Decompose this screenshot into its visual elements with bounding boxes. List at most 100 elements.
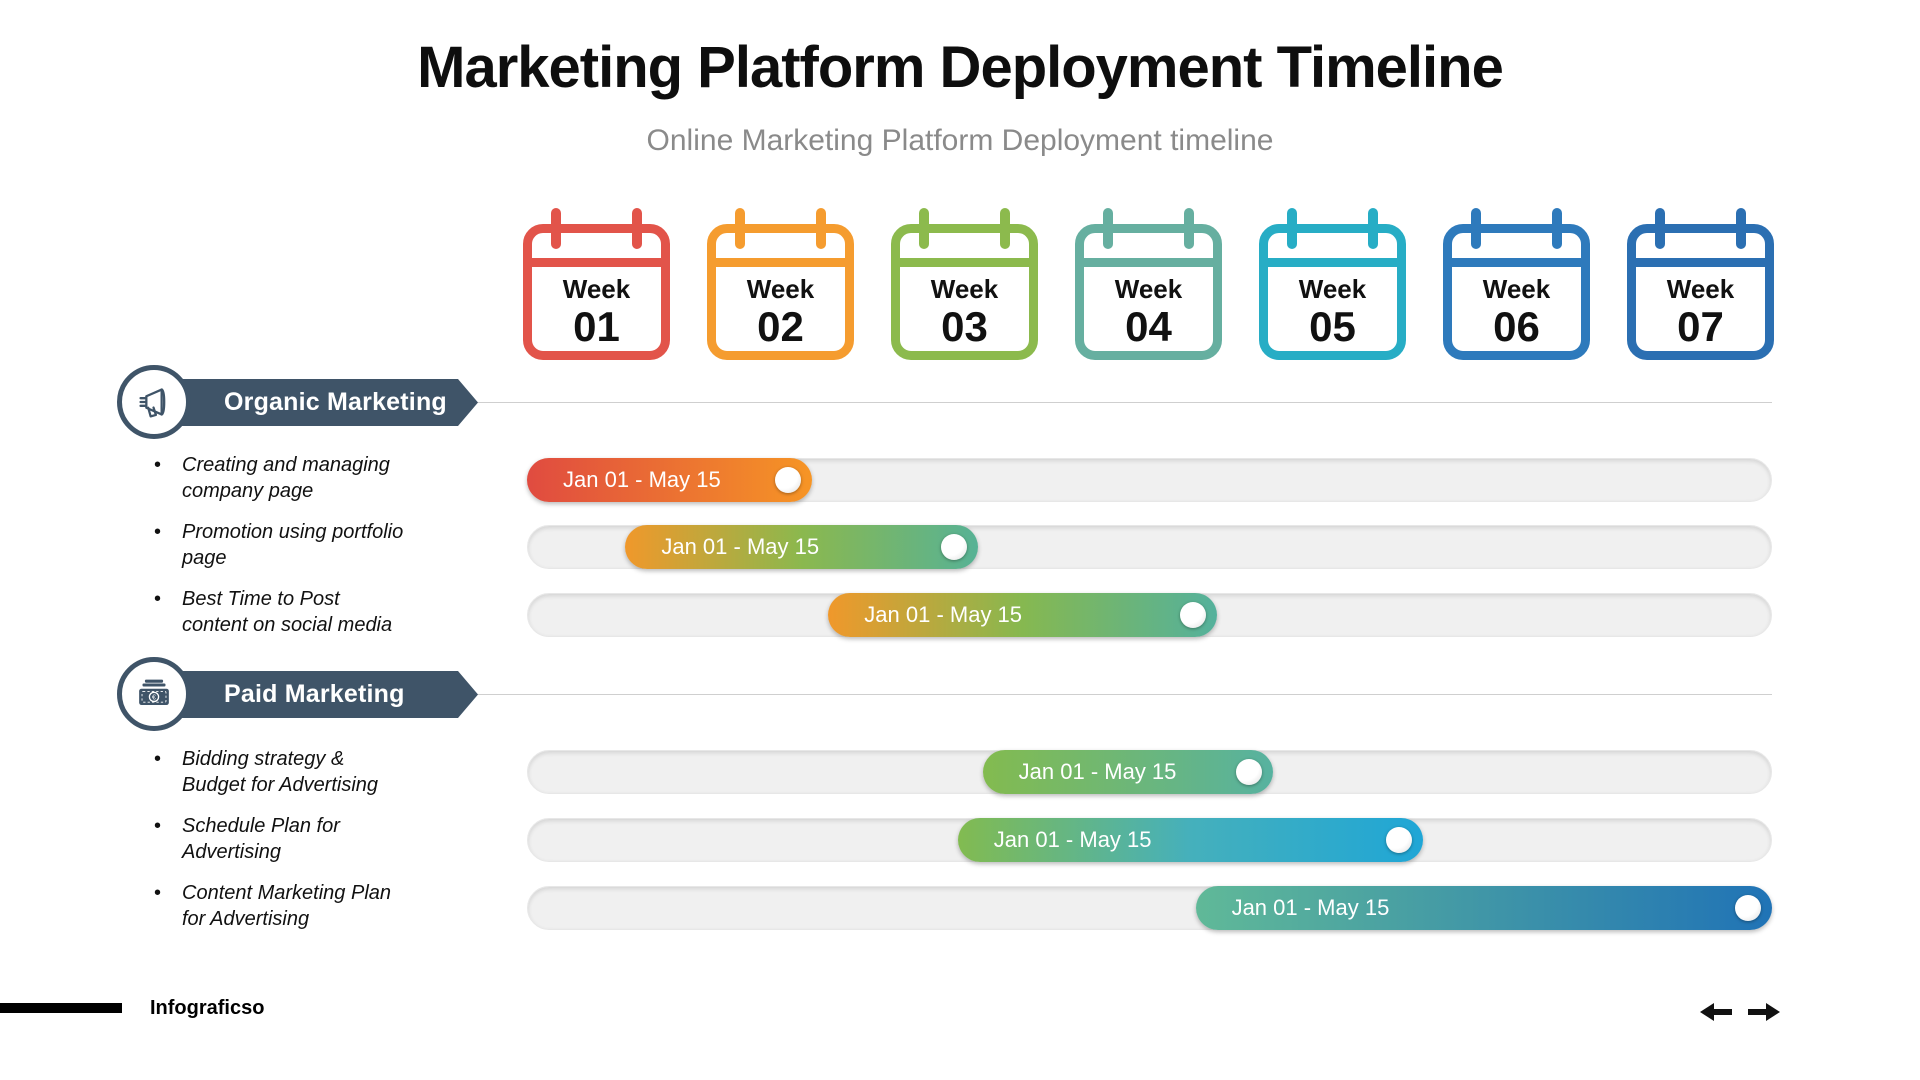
week-label: Week (746, 274, 815, 304)
calendar-divider (1633, 258, 1768, 267)
section-title: Organic Marketing (224, 388, 447, 416)
page-title: Marketing Platform Deployment Timeline (417, 35, 1504, 100)
calendar-pin (1368, 208, 1378, 249)
bar-date-label: Jan 01 - May 15 (1231, 895, 1390, 920)
section-guide-line (470, 694, 1772, 695)
section-title: Paid Marketing (224, 680, 405, 708)
week-number: 01 (573, 303, 620, 350)
section-banner: Paid Marketing (172, 671, 478, 718)
bullet-item: Best Time to Post content on social medi… (146, 586, 408, 638)
svg-text:€: € (152, 694, 156, 702)
calendar-body (1627, 224, 1774, 360)
banknote-icon: € (139, 679, 169, 706)
bullet-item: Content Marketing Plan for Advertising (146, 880, 408, 932)
timeline-row: Jan 01 - May 15 (527, 818, 1772, 862)
calendar-body (1259, 224, 1406, 360)
week-label: Week (930, 274, 999, 304)
bar-end-knob (1179, 602, 1206, 628)
week-label: Week (562, 274, 631, 304)
page-subtitle: Online Marketing Platform Deployment tim… (646, 124, 1274, 157)
bullet-item: Bidding strategy & Budget for Advertisin… (146, 746, 408, 798)
calendar-body (707, 224, 854, 360)
bar-date-label: Jan 01 - May 15 (563, 467, 721, 492)
week-label: Week (1666, 274, 1735, 304)
section-bullet-list: Bidding strategy & Budget for Advertisin… (146, 746, 408, 947)
timeline-bar: Jan 01 - May 15 (828, 593, 1217, 637)
calendar-divider (1449, 258, 1584, 267)
bar-end-knob (1386, 827, 1413, 853)
calendar-pin (1736, 208, 1746, 249)
bullet-item: Creating and managing company page (146, 452, 408, 504)
bar-date-label: Jan 01 - May 15 (1018, 759, 1177, 784)
bullet-item: Promotion using portfolio page (146, 519, 408, 571)
calendar-pin (1184, 208, 1194, 249)
section-banner: Organic Marketing (172, 379, 478, 426)
bar-end-knob (1235, 759, 1262, 785)
calendar-body (523, 224, 670, 360)
slide-nav (1698, 1000, 1782, 1024)
next-arrow-icon[interactable] (1744, 1000, 1782, 1024)
week-number: 05 (1309, 303, 1356, 350)
week-number: 04 (1125, 303, 1172, 350)
bar-end-knob (1734, 895, 1761, 921)
section-icon-circle (117, 365, 191, 439)
timeline-row: Jan 01 - May 15 (527, 886, 1772, 930)
bar-end-knob (775, 467, 802, 493)
timeline-bar: Jan 01 - May 15 (527, 458, 813, 502)
bar-date-label: Jan 01 - May 15 (993, 827, 1152, 852)
timeline-row: Jan 01 - May 15 (527, 750, 1772, 794)
calendar-divider (1265, 258, 1400, 267)
calendar-pin (1471, 208, 1481, 249)
calendar-pin (1655, 208, 1665, 249)
calendar-divider (713, 258, 848, 267)
week-number: 02 (757, 303, 804, 350)
section-guide-line (470, 402, 1772, 403)
timeline-bar: Jan 01 - May 15 (625, 525, 978, 569)
calendar-body (1075, 224, 1222, 360)
week-number: 07 (1677, 303, 1724, 350)
week-label: Week (1298, 274, 1367, 304)
calendar-divider (529, 258, 664, 267)
megaphone-icon (139, 388, 166, 418)
calendar-pin (1000, 208, 1010, 249)
calendar-divider (897, 258, 1032, 267)
week-number: 03 (941, 303, 988, 350)
calendar-body (1443, 224, 1590, 360)
calendar-pin (735, 208, 745, 249)
timeline-bar: Jan 01 - May 15 (957, 818, 1424, 862)
timeline-row: Jan 01 - May 15 (527, 458, 1772, 502)
calendar-pin (1552, 208, 1562, 249)
calendar-pin (1103, 208, 1113, 249)
week-label: Week (1482, 274, 1551, 304)
bar-date-label: Jan 01 - May 15 (661, 534, 820, 559)
section-bullet-list: Creating and managing company pagePromot… (146, 452, 408, 653)
timeline-row: Jan 01 - May 15 (527, 525, 1772, 569)
bullet-item: Schedule Plan for Advertising (146, 813, 408, 865)
prev-arrow-icon[interactable] (1698, 1000, 1736, 1024)
calendar-body (891, 224, 1038, 360)
section-icon-circle: € (117, 657, 191, 731)
bar-end-knob (940, 534, 967, 560)
calendar-pin (816, 208, 826, 249)
calendar-divider (1081, 258, 1216, 267)
footer-rule (0, 1003, 122, 1013)
calendar-pin (1287, 208, 1297, 249)
calendar-pin (551, 208, 561, 249)
brand-label: Infograficso (150, 997, 265, 1019)
